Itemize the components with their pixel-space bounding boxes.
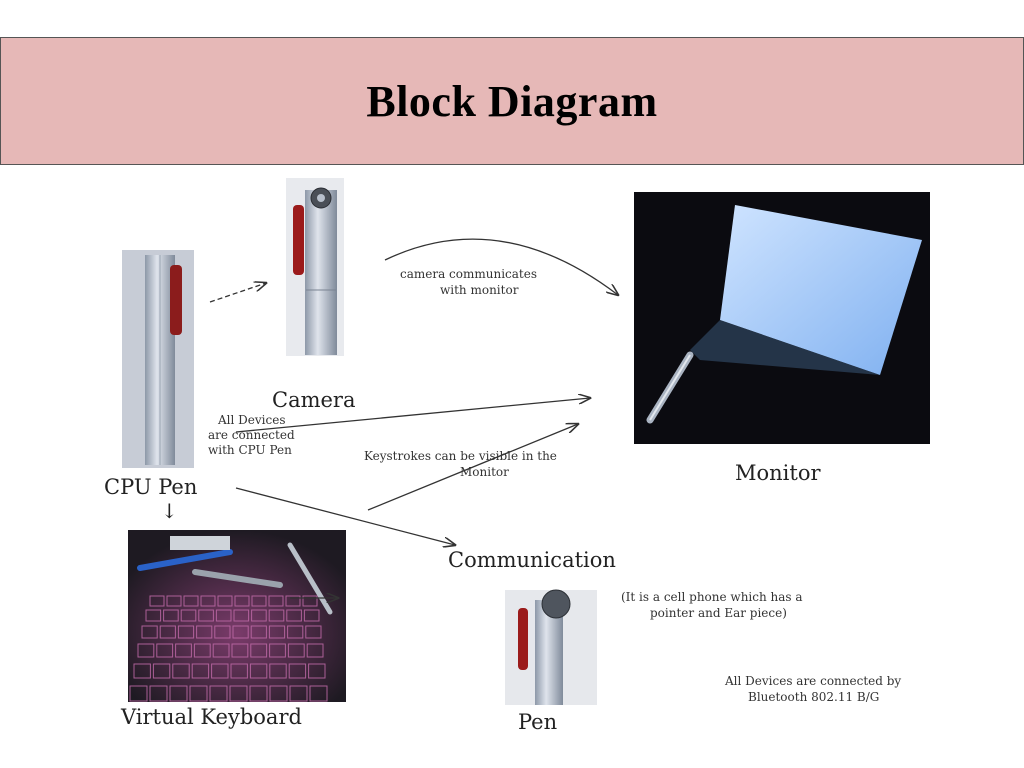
projected-key [306, 643, 324, 658]
projected-key [141, 625, 158, 639]
projected-key [287, 643, 305, 658]
annotation-line: All Devices [217, 413, 285, 427]
annotation-camera-monitor: camera communicates with monitor [400, 267, 537, 297]
projected-key [215, 609, 232, 622]
projected-key [268, 625, 286, 639]
projected-key [251, 609, 267, 622]
annotation-line: pointer and Ear piece) [650, 606, 787, 620]
projected-key [180, 609, 197, 622]
projected-key [268, 609, 285, 622]
projected-key [249, 663, 268, 679]
annotation-line: (It is a cell phone which has a [621, 590, 803, 604]
projected-key [198, 609, 214, 622]
label-communication: Communication [448, 548, 616, 572]
camera-image [286, 178, 344, 356]
projected-key [163, 609, 179, 622]
projected-key [250, 643, 268, 658]
arrows [209, 238, 618, 598]
annotation-line: Monitor [460, 465, 509, 479]
projected-key [269, 663, 287, 679]
slide-title: Block Diagram [366, 76, 658, 126]
projected-key [303, 609, 320, 622]
label-virtual-keyboard: Virtual Keyboard [120, 705, 302, 729]
projected-key [217, 595, 233, 607]
projected-key [269, 685, 288, 702]
projected-key [183, 595, 199, 607]
projected-key [145, 609, 162, 622]
projected-key [305, 625, 322, 639]
projected-key [308, 663, 326, 679]
virtual-keyboard-image [128, 530, 346, 702]
pen-image [505, 589, 597, 705]
arrow-devices-to-monitor [235, 398, 590, 433]
projected-key [193, 643, 211, 658]
monitor-image [634, 192, 930, 444]
projected-key [137, 643, 155, 658]
projected-key [214, 625, 231, 639]
label-camera: Camera [272, 388, 356, 412]
cpu-pen-image [122, 250, 194, 468]
annotation-line: Bluetooth 802.11 B/G [748, 690, 879, 704]
projected-key [269, 643, 286, 658]
annotation-keystrokes: Keystrokes can be visible in the Monitor [364, 449, 557, 479]
label-monitor: Monitor [735, 461, 821, 485]
projected-key [211, 663, 229, 679]
projected-key [302, 595, 318, 607]
projected-key [285, 595, 301, 607]
projected-key [169, 685, 188, 702]
projected-key [287, 625, 304, 639]
annotation-line: with monitor [440, 283, 519, 297]
arrow-camera-to-monitor [384, 238, 618, 295]
projected-key [251, 595, 267, 607]
annotation-bluetooth: All Devices are connected by Bluetooth 8… [724, 674, 901, 704]
projected-key [289, 685, 308, 702]
projected-key [189, 685, 208, 702]
projected-key [152, 663, 171, 679]
projected-key [177, 625, 195, 639]
projected-key [231, 643, 249, 658]
annotation-cell-phone: (It is a cell phone which has a pointer … [621, 590, 803, 620]
projected-key [133, 663, 151, 679]
arrow-keystrokes-to-monitor [367, 424, 578, 511]
annotation-line: Keystrokes can be visible in the [364, 449, 557, 463]
projected-key [149, 595, 165, 607]
projected-key [209, 685, 228, 702]
projected-key [268, 595, 284, 607]
projected-key [172, 663, 190, 679]
projected-key [159, 625, 176, 639]
projected-key [149, 685, 168, 702]
projected-key [156, 643, 174, 658]
annotation-line: All Devices are connected by [724, 674, 901, 688]
annotation-all-devices: All Devices are connected with CPU Pen [208, 413, 295, 457]
projected-key [250, 625, 267, 639]
projected-key [286, 609, 302, 622]
projected-key [129, 685, 148, 702]
projected-key [229, 685, 248, 702]
projected-key [166, 595, 182, 607]
projected-key [234, 595, 250, 607]
slide-title-bar: Block Diagram [0, 37, 1024, 165]
annotation-line: camera communicates [400, 267, 537, 281]
annotation-line: with CPU Pen [208, 443, 292, 457]
projected-key [288, 663, 307, 679]
annotation-line: are connected [208, 428, 295, 442]
projected-key [249, 685, 268, 702]
projected-key [233, 609, 250, 622]
arrow-cpu-to-camera [209, 283, 266, 303]
projected-key [200, 595, 216, 607]
projected-key [230, 663, 248, 679]
projected-key [191, 663, 210, 679]
label-cpu-pen: CPU Pen [104, 475, 197, 499]
projected-key [196, 625, 213, 639]
projected-key [309, 685, 328, 702]
down-arrow: ↓ [161, 499, 178, 523]
projected-key [212, 643, 230, 658]
label-pen: Pen [518, 710, 557, 734]
arrow-cpu-to-communication [235, 487, 455, 545]
projected-key [232, 625, 249, 639]
projected-key [175, 643, 192, 658]
